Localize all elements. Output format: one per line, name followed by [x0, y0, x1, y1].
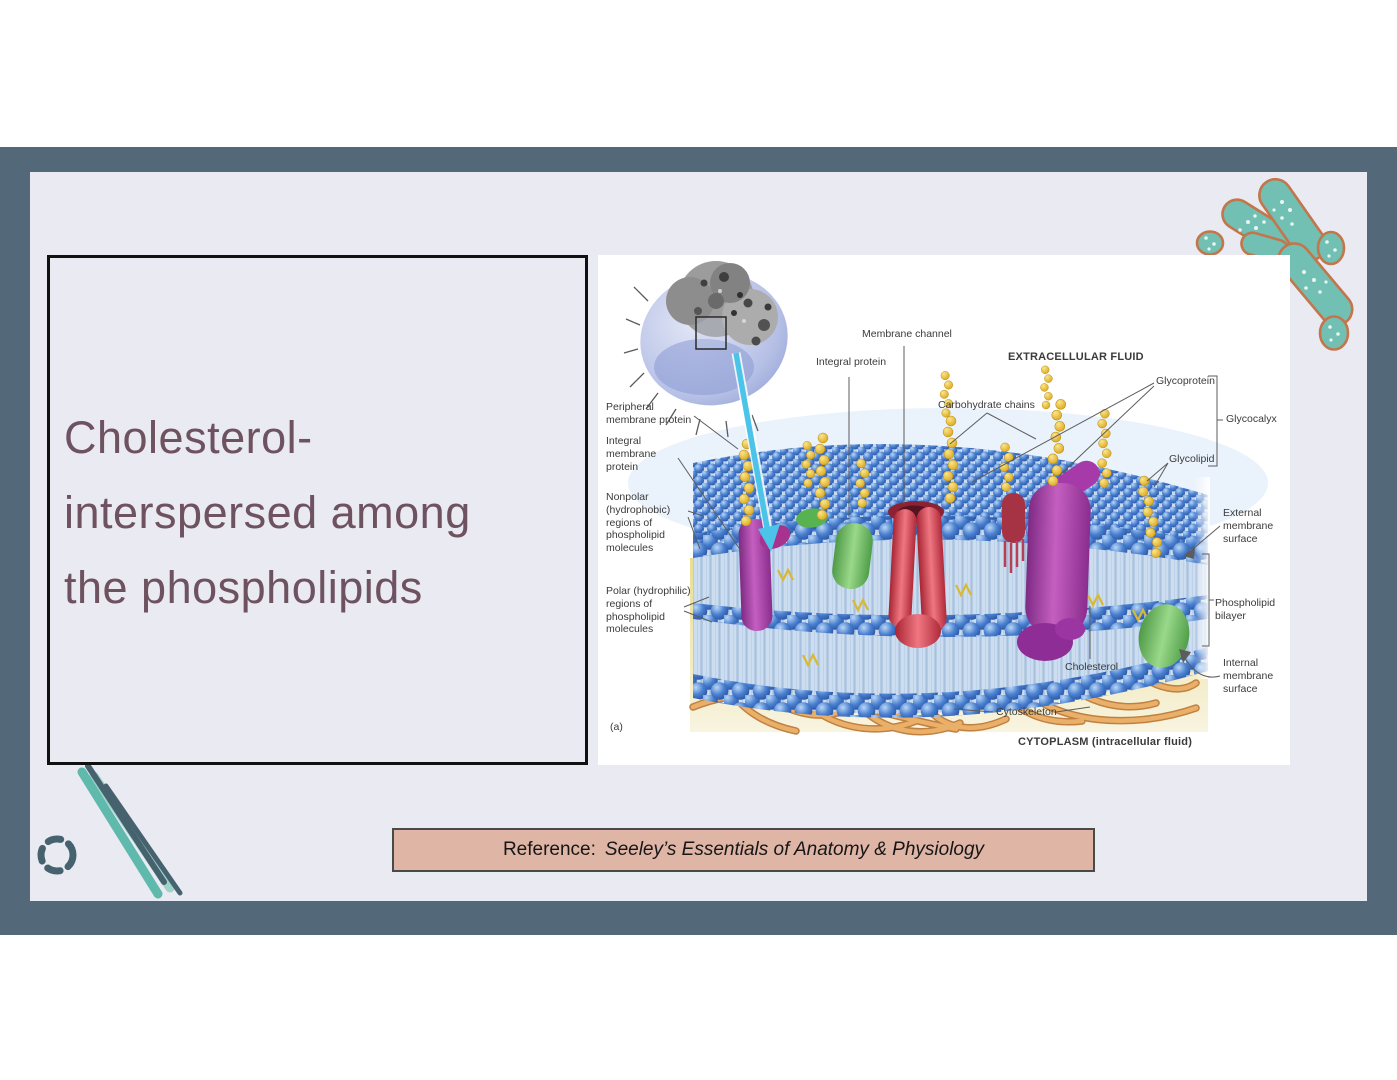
- coccus-icon: [1318, 315, 1350, 351]
- label-phospholipid-bilayer: Phospholipid bilayer: [1215, 597, 1276, 622]
- pointer-arrowheads: [1179, 547, 1195, 663]
- label-glycocalyx: Glycocalyx: [1226, 413, 1277, 425]
- cholesterol-molecules: [777, 567, 1149, 668]
- inset-zoom-square: [695, 316, 727, 350]
- integral-protein-green: [832, 523, 873, 590]
- partial-protein-darkred: [1002, 493, 1025, 573]
- coccus-icon: [1195, 230, 1225, 256]
- label-integral-protein: Integral protein: [816, 356, 887, 368]
- inner-protein-green: [1138, 604, 1190, 668]
- title-line-2: interspersed among: [64, 487, 471, 538]
- slide: Cholesterol- interspersed among the phos…: [30, 172, 1367, 901]
- figure-letter: (a): [610, 721, 623, 733]
- membrane-diagram: [623, 261, 1268, 736]
- coccus-icon: [1316, 230, 1346, 266]
- reference-box: Reference: Seeley’s Essentials of Anatom…: [392, 828, 1095, 872]
- membrane-edge-fade: [1194, 477, 1210, 679]
- rod-bacterium-icon: [1277, 242, 1354, 327]
- reference-source: Seeley’s Essentials of Anatomy & Physiol…: [604, 839, 985, 860]
- glycoprotein-purple: [1017, 460, 1100, 661]
- title-line-1: Cholesterol-: [64, 412, 313, 463]
- membrane-channel-protein: [888, 501, 947, 648]
- diagonal-line-icon: [103, 783, 183, 896]
- dashed-circle-icon: [37, 835, 77, 875]
- rod-bacterium-icon: [1258, 177, 1328, 262]
- label-polar-regions: Polar (hydrophilic) regions of phospholi…: [606, 585, 691, 636]
- diagonal-line-icon: [77, 767, 163, 899]
- title-box: Cholesterol- interspersed among the phos…: [47, 255, 588, 765]
- label-peripheral-membrane-protein: Peripheral membrane protein: [606, 401, 692, 426]
- label-cholesterol: Cholesterol: [1065, 661, 1119, 673]
- cell-spikes: [623, 286, 759, 438]
- diagonal-line-icon: [85, 763, 167, 885]
- label-carbohydrate-chains: Carbohydrate chains: [938, 399, 1035, 411]
- zoom-arrow-icon: [731, 352, 780, 552]
- cell-inset: [623, 261, 788, 438]
- label-cytoplasm: CYTOPLASM (intracellular fluid): [1018, 736, 1193, 748]
- label-internal-membrane-surface: Internal membrane surface: [1223, 657, 1274, 695]
- page-title: Cholesterol- interspersed among the phos…: [64, 400, 577, 625]
- label-extracellular-fluid: EXTRACELLULAR FLUID: [1008, 351, 1144, 363]
- title-line-3: the phospholipids: [64, 562, 423, 613]
- label-membrane-channel: Membrane channel: [862, 328, 952, 340]
- label-nonpolar-regions: Nonpolar (hydrophobic) regions of phosph…: [606, 491, 671, 555]
- label-external-membrane-surface: External membrane surface: [1223, 507, 1274, 545]
- reference-label: Reference:: [502, 839, 596, 860]
- inner-head-row: [693, 647, 1208, 718]
- diagonal-lines-decoration: [37, 763, 183, 899]
- label-pointer-lines: [677, 346, 1223, 713]
- label-glycolipid: Glycolipid: [1169, 453, 1215, 465]
- label-cytoskeleton: Cytoskeleton: [996, 706, 1057, 718]
- label-glycoprotein: Glycoprotein: [1156, 375, 1215, 387]
- label-integral-membrane-protein: Integral membrane protein: [606, 435, 657, 473]
- cell-nucleus-texture: [666, 261, 778, 346]
- membrane-diagram-panel: Peripheral membrane protein Integral mem…: [598, 255, 1290, 765]
